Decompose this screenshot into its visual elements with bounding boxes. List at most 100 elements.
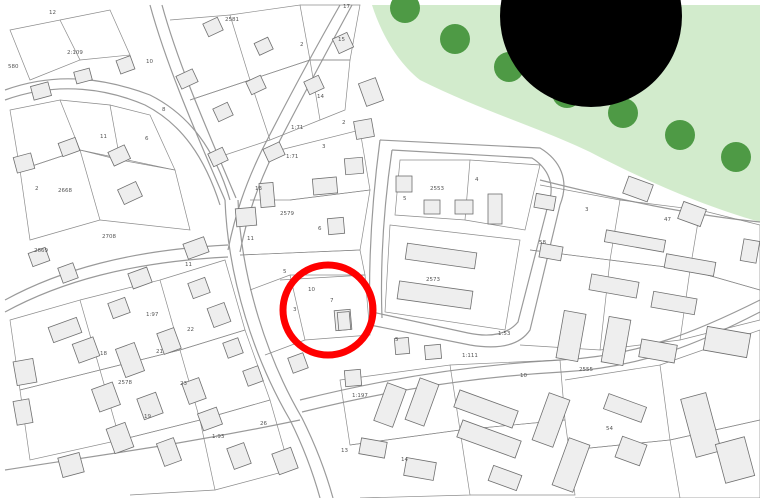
parcel-label: 14 <box>317 94 324 100</box>
parcel-label: 6 <box>318 226 322 232</box>
road-edge <box>4 419 301 471</box>
parcel-label: 21 <box>156 349 163 355</box>
building <box>71 336 101 364</box>
building <box>326 216 346 236</box>
building <box>423 199 441 215</box>
building <box>555 309 587 363</box>
parcel-label: 2 <box>342 120 346 126</box>
building <box>12 152 36 174</box>
building <box>136 391 164 421</box>
road-edge <box>369 139 565 348</box>
tree-icon <box>390 0 420 23</box>
marker-label: 7 <box>330 298 334 304</box>
marker-ring <box>279 261 377 359</box>
building <box>353 118 375 140</box>
building <box>453 389 519 429</box>
parcel-label: 1:71 <box>286 154 298 160</box>
parcel-label: 3 <box>293 307 297 313</box>
building <box>603 229 667 253</box>
building <box>207 146 229 168</box>
building <box>393 336 411 356</box>
building <box>551 437 591 493</box>
building <box>622 175 654 203</box>
building <box>115 55 136 75</box>
building <box>336 311 352 331</box>
parcel-label: 1:53 <box>498 331 511 337</box>
parcel-label: 10 <box>146 59 153 65</box>
building <box>262 141 286 163</box>
building <box>222 337 244 359</box>
road-edge <box>4 88 221 206</box>
building <box>258 182 276 208</box>
parcel-line <box>199 399 291 491</box>
building <box>531 392 571 448</box>
building <box>253 36 274 56</box>
parcel-label: 2579 <box>280 211 294 217</box>
building <box>343 368 363 388</box>
building <box>27 246 51 268</box>
parcel-label: 11 <box>100 134 107 140</box>
parcel-line <box>249 59 321 141</box>
building <box>245 74 267 96</box>
building <box>57 136 81 158</box>
building <box>403 457 437 481</box>
parcel-label: 12 <box>49 10 56 16</box>
parcel-line <box>189 79 271 161</box>
parcel-label: 10 <box>308 287 315 293</box>
parcel-label: 1:97 <box>146 312 159 318</box>
parcel-label: 2:109 <box>67 50 83 56</box>
parcel-labels: 122581175802:10910152141:711:71283255354… <box>8 4 671 463</box>
building <box>242 365 264 387</box>
parcel-label: 2669 <box>34 248 48 254</box>
building <box>226 442 252 470</box>
parcel-line <box>239 189 371 256</box>
building <box>487 193 503 225</box>
building <box>181 377 207 405</box>
parcel-label: 2 <box>35 186 39 192</box>
building <box>197 406 223 432</box>
building <box>303 74 325 96</box>
parcel-label: 13 <box>255 186 262 192</box>
parcel-label: 580 <box>8 64 19 70</box>
parcel-label: 58 <box>539 240 546 246</box>
parcel-line <box>464 159 541 231</box>
location-marker[interactable]: 7 <box>279 261 377 359</box>
parcel-label: 2578 <box>118 380 132 386</box>
parcel-label: 47 <box>664 217 671 223</box>
building <box>373 382 407 428</box>
parcel-line <box>290 274 371 341</box>
building <box>127 266 153 290</box>
building <box>107 144 132 167</box>
parcel-line <box>249 274 306 356</box>
road-edge <box>149 4 226 201</box>
parcel-label: 3 <box>322 144 326 150</box>
road-edge <box>299 299 760 401</box>
parcel-label: 11 <box>247 236 254 242</box>
building <box>12 398 34 426</box>
parcel-line <box>349 429 471 498</box>
building <box>396 280 474 310</box>
building <box>423 343 443 361</box>
road-edge <box>539 179 760 223</box>
parcel-line <box>19 369 121 461</box>
building <box>73 67 93 85</box>
parcel-label: 4 <box>475 177 479 183</box>
building <box>358 437 388 459</box>
parcel-label: 1:111 <box>462 353 478 359</box>
building <box>600 315 632 367</box>
road-edge <box>161 4 237 199</box>
road-edge <box>237 199 334 498</box>
parcel-line <box>239 249 366 281</box>
parcel-label: 2573 <box>426 277 440 283</box>
tree-icon <box>665 120 695 150</box>
parcel-line <box>109 104 176 171</box>
building <box>202 16 224 38</box>
building <box>395 175 413 193</box>
building <box>456 419 522 459</box>
road-edge <box>301 311 760 413</box>
building <box>30 81 52 101</box>
building <box>487 464 523 492</box>
parcel-label: 19 <box>144 414 151 420</box>
parcel-label: 10 <box>520 373 527 379</box>
